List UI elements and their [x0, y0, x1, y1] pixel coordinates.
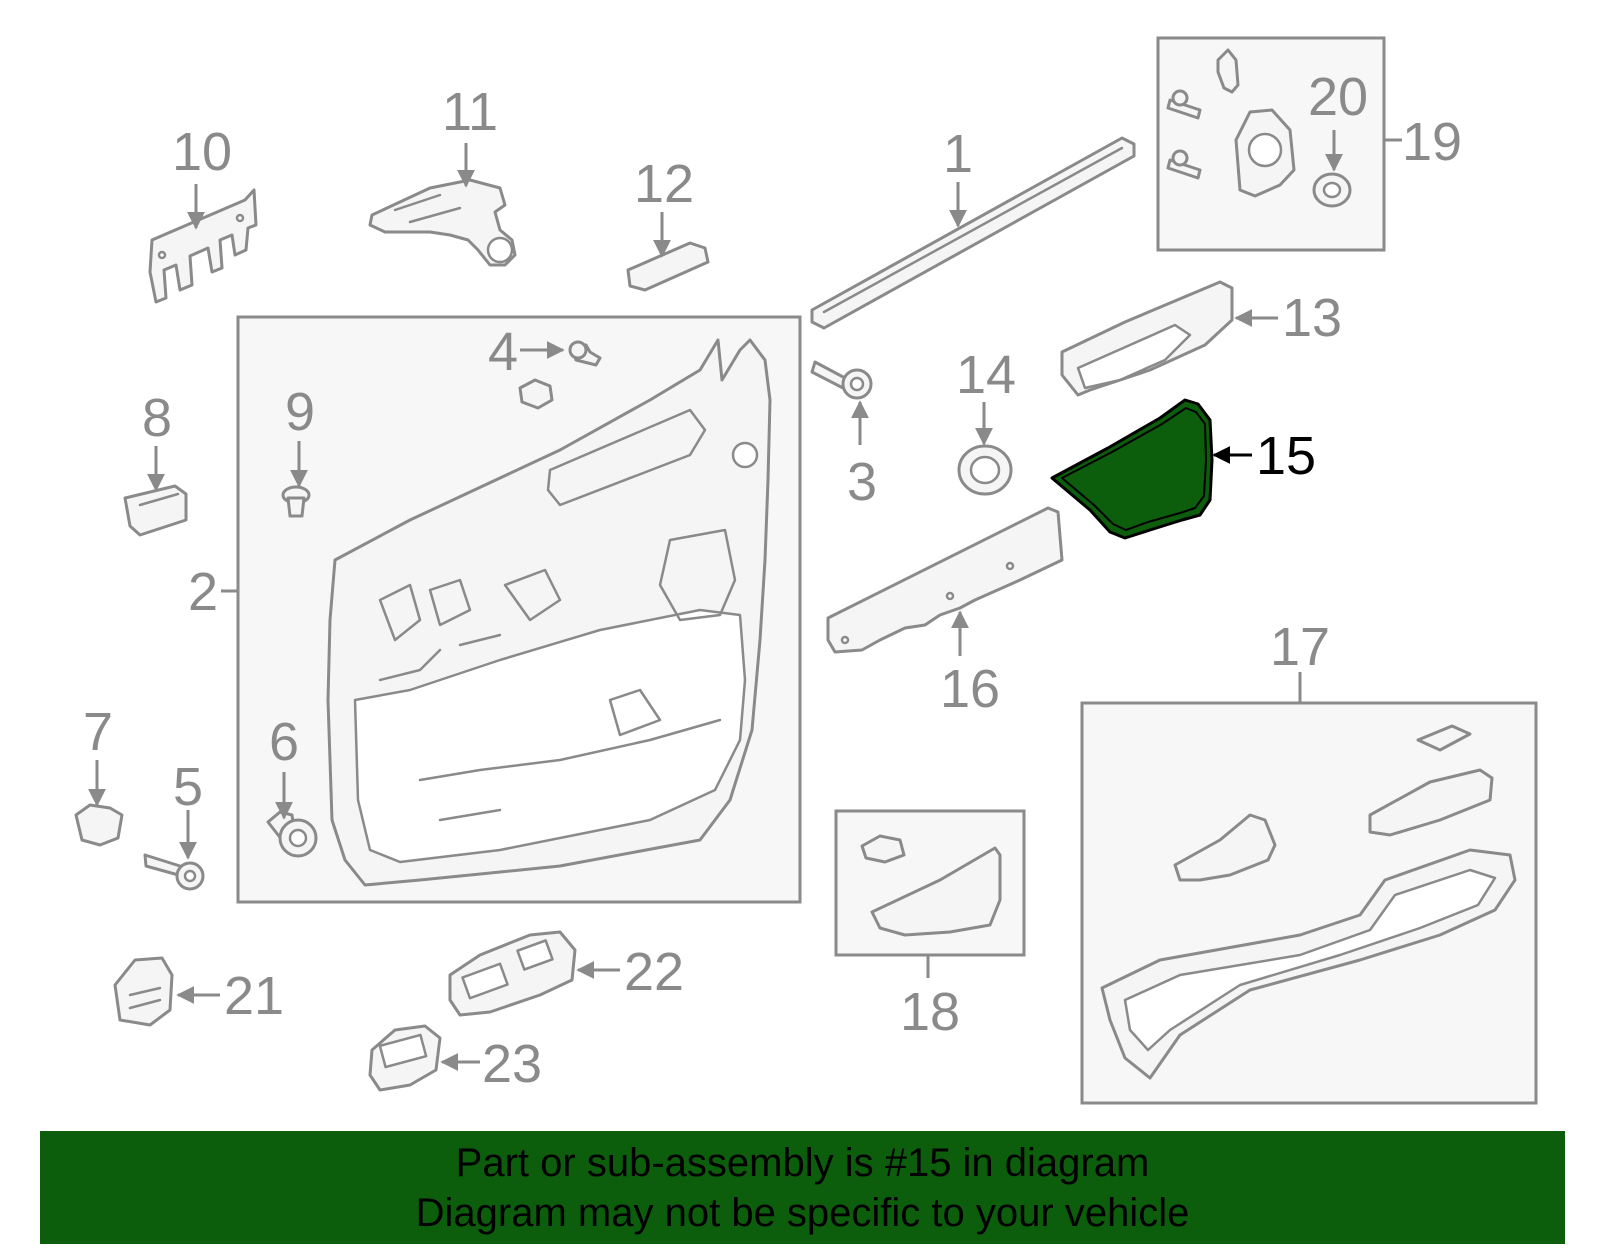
- part-12-cap: [626, 241, 710, 292]
- callout-12: 12: [634, 154, 694, 214]
- callout-5: 5: [173, 757, 203, 817]
- banner-line-1: Part or sub-assembly is #15 in diagram: [455, 1140, 1150, 1185]
- part-16-trim: [826, 506, 1064, 654]
- part-19-assembly: [1166, 48, 1296, 198]
- callout-18: 18: [900, 982, 960, 1042]
- callout-19: 19: [1402, 112, 1462, 172]
- callout-15: 15: [1256, 426, 1316, 486]
- part-17-assembly: [1100, 724, 1517, 1080]
- part-14-ring: [957, 444, 1013, 496]
- callout-3: 3: [847, 452, 877, 512]
- part-3-screw: [810, 360, 873, 400]
- part-10-bracket: [148, 188, 258, 304]
- callout-14: 14: [956, 345, 1016, 405]
- part-5-screw: [143, 853, 205, 891]
- callout-11: 11: [442, 82, 498, 142]
- callout-6: 6: [269, 712, 299, 772]
- callout-8: 8: [142, 388, 172, 448]
- callout-23: 23: [482, 1034, 542, 1094]
- banner-line-2: Diagram may not be specific to your vehi…: [415, 1190, 1190, 1235]
- part-nut: [518, 378, 554, 410]
- callout-21: 21: [224, 966, 284, 1026]
- part-4-screw: [568, 340, 602, 367]
- callout-16: 16: [940, 659, 1000, 719]
- part-2-door-panel: [326, 338, 772, 887]
- callout-22: 22: [624, 942, 684, 1002]
- callout-7: 7: [83, 702, 113, 762]
- callout-4: 4: [488, 322, 518, 382]
- part-7-pad: [74, 803, 124, 847]
- part-22-switch: [448, 930, 577, 1017]
- callout-1: 1: [943, 124, 973, 184]
- part-18-assembly: [860, 834, 1002, 937]
- info-banner: Part or sub-assembly is #15 in diagram D…: [40, 1131, 1565, 1244]
- callout-9: 9: [285, 382, 315, 442]
- part-21-connector: [113, 956, 174, 1027]
- part-15-highlighted: [1050, 398, 1214, 540]
- callout-10: 10: [172, 122, 232, 182]
- part-1-strip: [810, 136, 1136, 330]
- callout-17: 17: [1270, 617, 1330, 677]
- callout-13: 13: [1282, 288, 1342, 348]
- part-23-switch: [368, 1024, 442, 1092]
- callout-2: 2: [188, 562, 218, 622]
- part-20-speaker-clip: [1312, 172, 1352, 208]
- part-11-module: [368, 178, 517, 267]
- part-8-block: [123, 484, 188, 537]
- callout-20: 20: [1308, 67, 1368, 127]
- part-13-handle: [1060, 280, 1234, 397]
